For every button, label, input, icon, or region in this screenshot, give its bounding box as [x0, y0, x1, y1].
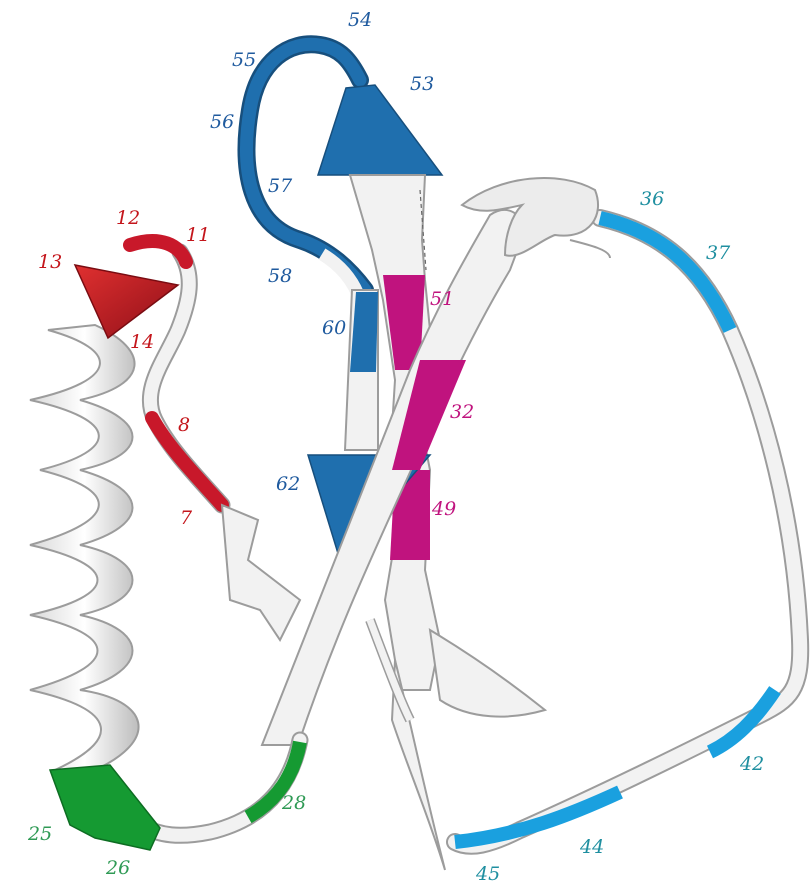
- label-36: 36: [640, 188, 664, 210]
- label-12: 12: [116, 207, 140, 229]
- label-57: 57: [268, 175, 293, 197]
- loop-36-45: [455, 218, 800, 846]
- label-11: 11: [186, 224, 210, 246]
- label-51: 51: [430, 288, 454, 310]
- segment-36-37: [600, 218, 730, 330]
- label-37: 37: [706, 242, 731, 264]
- arrow-53: [318, 85, 442, 175]
- label-56: 56: [210, 111, 234, 133]
- label-49: 49: [431, 498, 456, 520]
- strand-after-7: [222, 505, 300, 640]
- label-42: 42: [739, 753, 764, 775]
- label-25: 25: [27, 823, 52, 845]
- label-53: 53: [410, 73, 434, 95]
- label-32: 32: [450, 401, 474, 423]
- label-28: 28: [281, 792, 306, 814]
- label-62: 62: [276, 473, 300, 495]
- arrow-25-26: [50, 765, 160, 850]
- label-55: 55: [232, 49, 256, 71]
- label-8: 8: [178, 414, 190, 436]
- label-58: 58: [268, 265, 292, 287]
- label-54: 54: [348, 9, 372, 31]
- label-60: 60: [322, 317, 346, 339]
- label-45: 45: [475, 863, 500, 882]
- label-7: 7: [180, 507, 193, 529]
- segment-11-12: [130, 241, 186, 262]
- helix: [30, 325, 139, 770]
- label-14: 14: [130, 331, 154, 353]
- label-13: 13: [38, 251, 62, 273]
- label-26: 26: [105, 857, 130, 879]
- label-44: 44: [579, 836, 604, 858]
